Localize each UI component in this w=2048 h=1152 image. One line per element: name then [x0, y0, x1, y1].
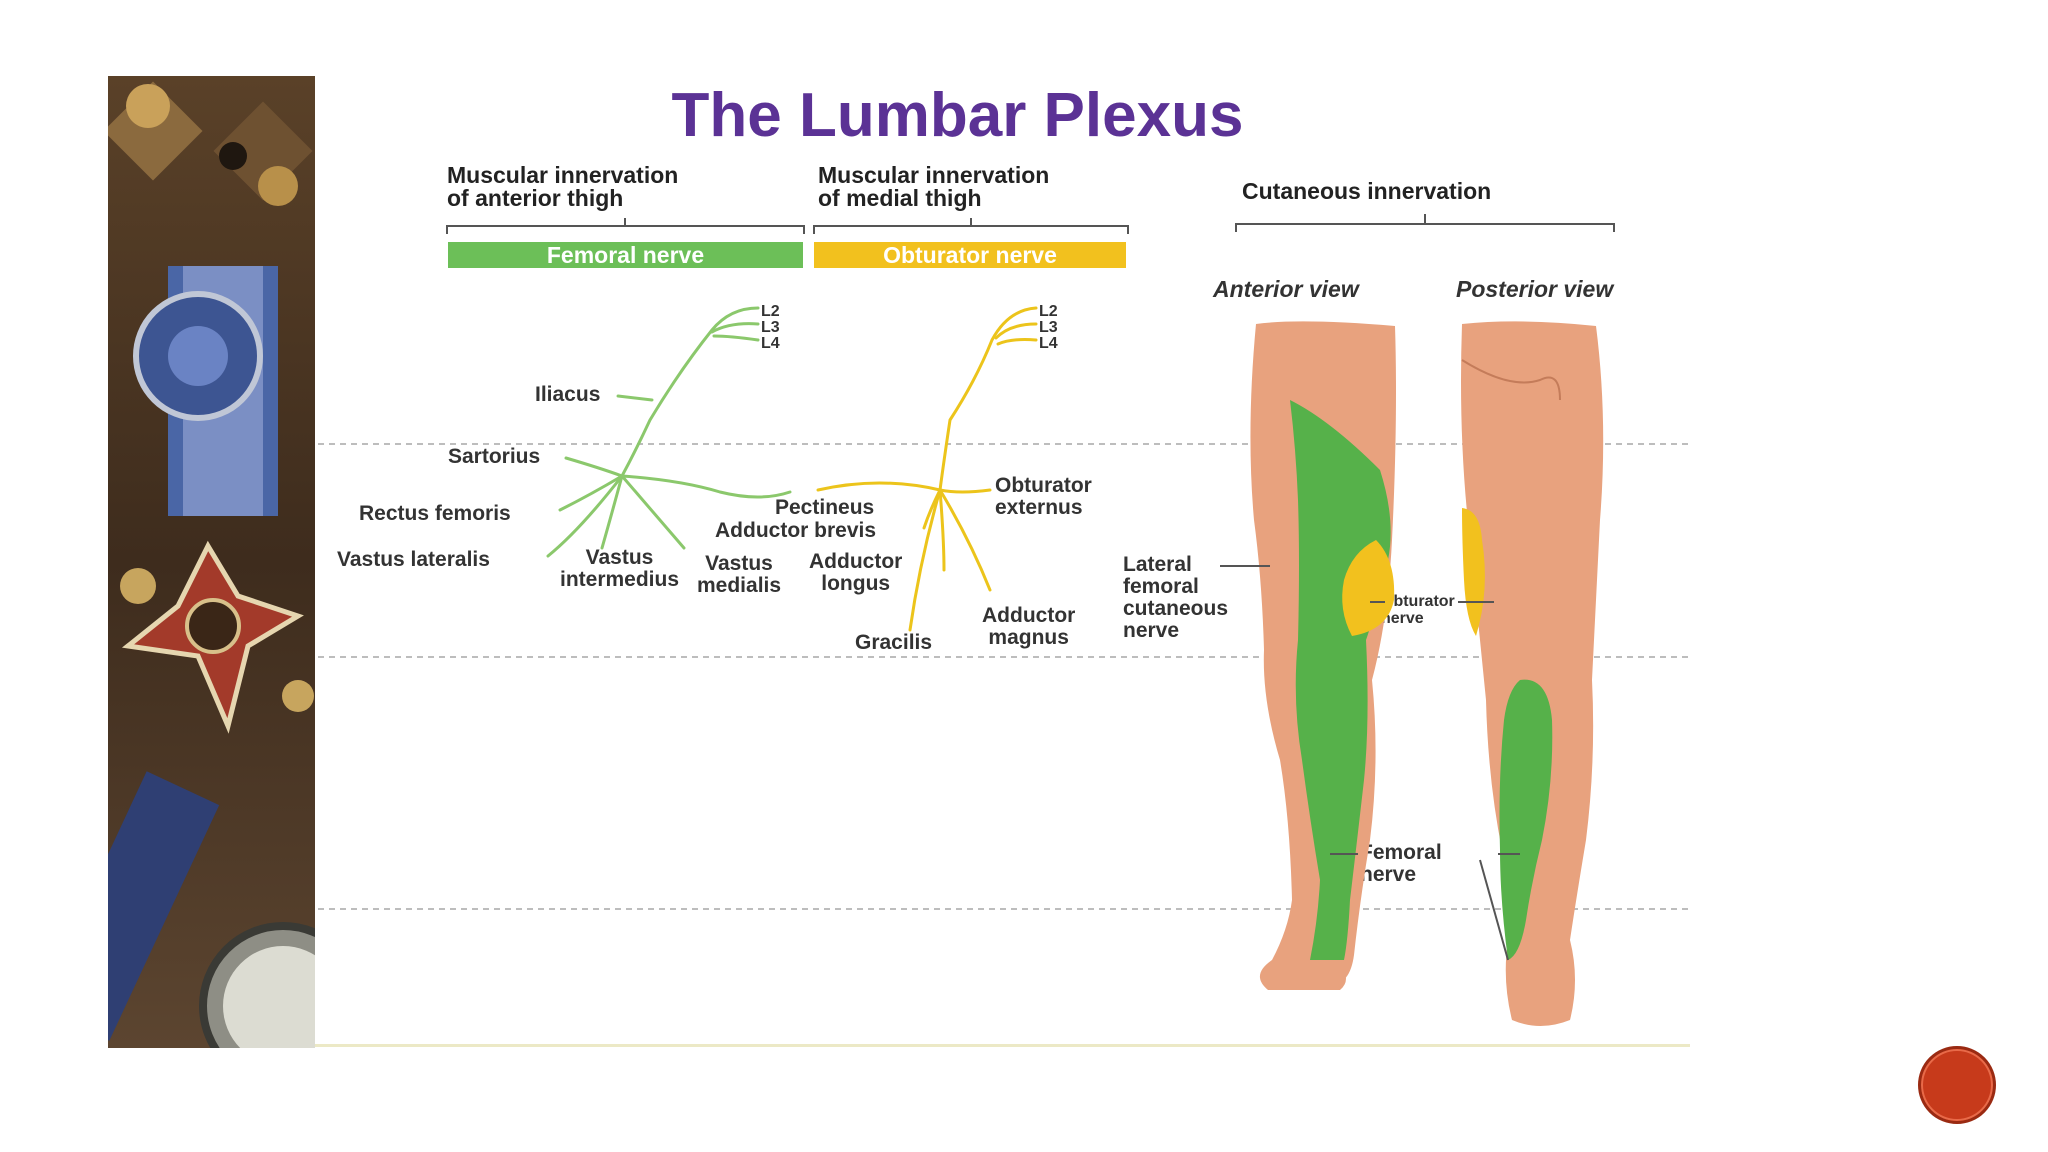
label-line: externus [995, 496, 1083, 519]
label-vastus-intermedius: Vastus intermedius [560, 547, 679, 591]
header-line: of anterior thigh [447, 185, 624, 211]
bracket-medial-thigh [813, 218, 1129, 234]
label-adductor-magnus: Adductor magnus [982, 605, 1075, 649]
label-rectus-femoris: Rectus femoris [359, 502, 511, 525]
guide-lines [318, 443, 1690, 910]
label-iliacus: Iliacus [535, 383, 601, 406]
anterior-leg-illustration [1250, 321, 1396, 990]
femoral-root-l2: L2 [761, 303, 780, 320]
brackets [446, 214, 1615, 234]
label-gracilis: Gracilis [855, 631, 933, 654]
label-line: Vastus [705, 552, 773, 575]
posterior-crease [1461, 359, 1561, 401]
label-line: cutaneous [1123, 597, 1229, 620]
header-line: Muscular innervation [818, 162, 1050, 188]
label-obturator-nerve: Obturator nerve [1381, 593, 1455, 627]
label-femoral-nerve: Femoral nerve [1360, 842, 1442, 886]
obturator-root-l2: L2 [1039, 303, 1058, 320]
femoral-root-l3: L3 [761, 319, 780, 336]
pointer-lines [1220, 565, 1520, 961]
obturator-branch-gracilis [908, 488, 942, 632]
label-posterior-view: Posterior view [1456, 276, 1614, 302]
label-line: medialis [697, 574, 782, 597]
posterior-femoral-zone [1499, 679, 1553, 960]
slide-content: The Lumbar Plexus Muscular innervation o… [315, 76, 1690, 1048]
decorative-medal-image [108, 76, 315, 1048]
label-line: nerve [1123, 619, 1180, 642]
obturator-trunk [938, 306, 1038, 492]
label-pectineus: Pectineus [775, 496, 875, 519]
header-line: Muscular innervation [447, 162, 679, 188]
posterior-leg-skin [1461, 321, 1604, 1026]
femoral-nerve-bar: Femoral nerve [448, 242, 803, 268]
obturator-root-branch [996, 338, 1038, 346]
obturator-root-l4: L4 [1039, 335, 1058, 352]
femoral-branch-sartorius [564, 456, 624, 478]
obturator-branch-externus [938, 488, 992, 494]
label-line: Obturator [995, 474, 1092, 497]
obturator-branch-magnus [938, 488, 992, 592]
label-adductor-longus: Adductor longus [809, 551, 902, 595]
anterior-foot [1259, 960, 1346, 990]
label-line: Lateral [1123, 553, 1192, 576]
femoral-branch-vastus-intermedius [600, 474, 624, 550]
femoral-root-l4: L4 [761, 335, 780, 352]
label-line: Femoral [1360, 841, 1442, 864]
next-slide-button[interactable] [1918, 1046, 1996, 1124]
label-line: femoral [1123, 575, 1199, 598]
femoral-branch-pectineus [620, 474, 792, 499]
header-medial-thigh: Muscular innervation of medial thigh [818, 164, 1049, 210]
posterior-leg-illustration [1461, 321, 1604, 1026]
label-line: Vastus [585, 546, 654, 569]
label-adductor-brevis: Adductor brevis [715, 519, 877, 542]
label-line: Adductor [982, 604, 1076, 627]
obturator-branch-pectineus [816, 481, 942, 492]
obturator-nerve-bar: Obturator nerve [814, 242, 1126, 268]
label-line: Adductor [809, 550, 903, 573]
femoral-trunk [620, 306, 760, 478]
label-anterior-view: Anterior view [1213, 276, 1359, 302]
label-line: Obturator [1381, 593, 1455, 610]
obturator-branch-adductor-longus [938, 488, 946, 572]
header-cutaneous: Cutaneous innervation [1242, 178, 1492, 204]
femoral-root-branch [710, 322, 760, 334]
slide-bottom-rule [315, 1044, 1690, 1047]
label-line: nerve [1381, 610, 1424, 627]
anterior-femoral-zone [1290, 400, 1391, 960]
femoral-branches [546, 306, 792, 558]
femoral-branch-vastus-lateralis [546, 474, 624, 558]
label-vastus-medialis: Vastus medialis [697, 553, 781, 597]
label-vastus-lateralis: Vastus lateralis [337, 548, 490, 571]
label-line: nerve [1360, 863, 1417, 886]
label-sartorius: Sartorius [448, 445, 541, 468]
anterior-obturator-zone [1342, 540, 1395, 636]
obturator-branches [816, 306, 1038, 632]
label-line: intermedius [560, 568, 680, 591]
obturator-root-branch [994, 322, 1038, 340]
label-line: longus [821, 572, 891, 595]
label-lateral-femoral-cutaneous-nerve: Lateral femoral cutaneous nerve [1123, 554, 1228, 642]
header-line: of medial thigh [818, 185, 982, 211]
bracket-anterior-thigh [446, 218, 805, 234]
bracket-cutaneous [1235, 214, 1615, 232]
femoral-root-branch [712, 334, 760, 342]
pointer-femoral-posterior-leg [1479, 859, 1509, 961]
slide-title: The Lumbar Plexus [671, 81, 1244, 150]
femoral-branch-rectus-femoris [558, 474, 624, 512]
label-line: magnus [988, 626, 1069, 649]
header-anterior-thigh: Muscular innervation of anterior thigh [447, 164, 678, 210]
posterior-obturator-zone [1462, 508, 1485, 636]
obturator-root-l3: L3 [1039, 319, 1058, 336]
femoral-branch-iliacus [616, 394, 654, 402]
label-obturator-externus: Obturator externus [995, 475, 1092, 519]
femoral-branch-vastus-medialis [620, 474, 686, 550]
